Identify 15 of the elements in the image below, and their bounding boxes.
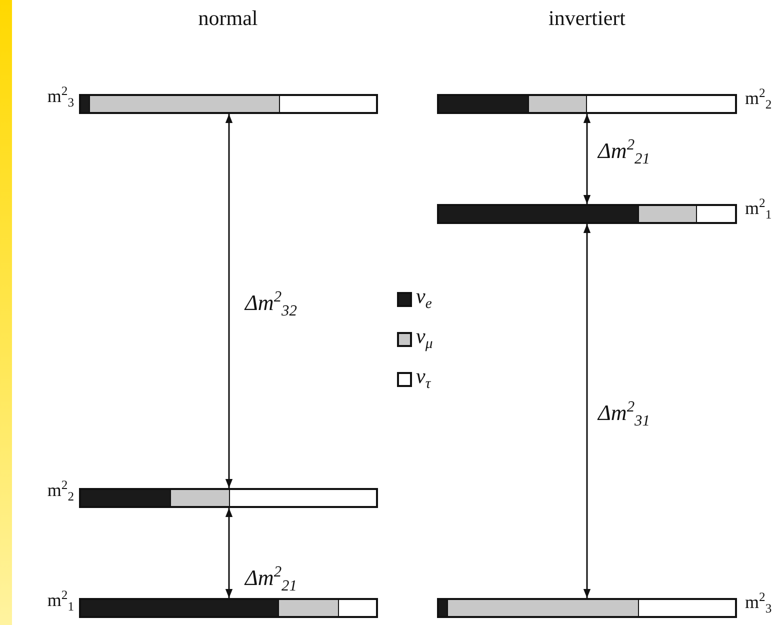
mass-level-bar	[79, 488, 378, 508]
double-arrow	[583, 114, 591, 204]
double-arrow	[225, 114, 233, 488]
legend-label: ν$_{μ}$	[416, 324, 433, 349]
mass-level-bar	[437, 598, 737, 618]
mass-level-bar	[79, 94, 378, 114]
legend-label: ν$_{τ}$	[416, 364, 431, 389]
double-arrow	[225, 508, 233, 598]
legend-label: ν$_{e}$	[416, 284, 432, 309]
mass-level-bar	[79, 598, 378, 618]
double-arrow	[583, 224, 591, 598]
mass-level-bar	[437, 94, 737, 114]
column-heading: normal	[198, 6, 258, 31]
column-heading: invertiert	[548, 6, 626, 31]
mass-level-bar	[437, 204, 737, 224]
